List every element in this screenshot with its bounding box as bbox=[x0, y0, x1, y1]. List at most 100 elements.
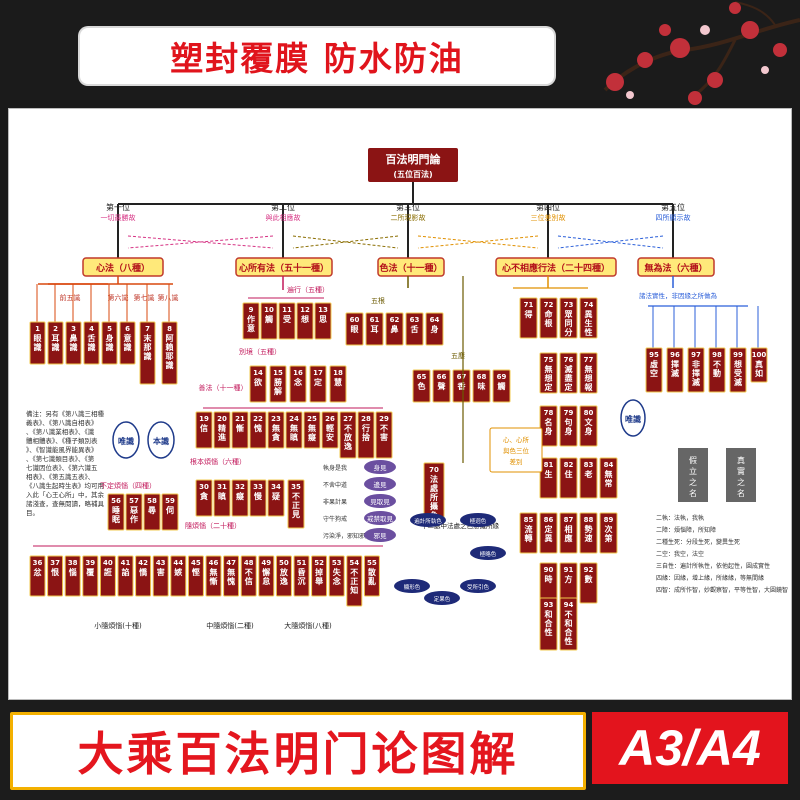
c2-good-8-number: 26 bbox=[325, 415, 335, 423]
c3-object-1-char: 色 bbox=[418, 381, 426, 391]
c2-indet-4-box bbox=[161, 493, 179, 531]
c5-name-b-box bbox=[726, 448, 756, 502]
root-title: 百法明門論 bbox=[386, 152, 442, 166]
c4-item-3-char: 分 bbox=[565, 327, 573, 337]
c2-universal-5-number: 13 bbox=[318, 306, 328, 314]
c4-item-7-box bbox=[579, 352, 598, 394]
c3-object-3-box bbox=[452, 369, 471, 403]
c1-item-8-char: 識 bbox=[166, 360, 174, 370]
c2-secondary-19-char: 知 bbox=[350, 585, 358, 595]
position-note-1: 一切最勝故 bbox=[101, 213, 136, 222]
notes-right-line: 四緣：因緣，增上緣，所緣緣，等無間緣 bbox=[656, 574, 764, 582]
c2-group-indet: 不定煩惱（四種） bbox=[100, 481, 156, 490]
c1-item-6-char: 意 bbox=[124, 333, 132, 343]
c2-root-6-number: 35 bbox=[291, 483, 301, 491]
board-frame bbox=[8, 108, 792, 700]
position-note-2: 與此相應故 bbox=[266, 213, 301, 222]
c2-secondary-18-box bbox=[328, 555, 345, 597]
c5-item-3-char: 滅 bbox=[692, 377, 700, 387]
c2-indet-1-box bbox=[107, 493, 125, 531]
c2-secondary-10-number: 45 bbox=[191, 559, 201, 567]
c2-good-5-char: 無 bbox=[272, 423, 280, 433]
c2-good-3-char: 慚 bbox=[235, 423, 244, 433]
c2-secondary-4-number: 39 bbox=[85, 559, 95, 567]
c2-secondary-14-char: 懈 bbox=[262, 567, 270, 577]
c4-item-9-number: 79 bbox=[564, 409, 574, 417]
c2-universal-1-char: 意 bbox=[247, 323, 255, 333]
c5-item-3-char: 擇 bbox=[692, 368, 700, 378]
c1-item-3-char: 識 bbox=[70, 342, 78, 352]
c3-root-4-char: 舌 bbox=[411, 324, 419, 334]
position-note-3: 二所現影故 bbox=[391, 213, 426, 222]
c3-object-4-box bbox=[472, 369, 491, 403]
c4-item-19-char: 次 bbox=[605, 524, 613, 534]
c2-secondary-12-char: 無 bbox=[227, 567, 235, 577]
notes-left-line: 備注：另有《第八識三相種 bbox=[26, 409, 105, 418]
c2-good-5-number: 23 bbox=[271, 415, 281, 423]
notes-left-line: 》、《智識能風界能異表》 bbox=[26, 445, 98, 454]
c4-item-10-box bbox=[579, 405, 598, 447]
c3-root-4-box bbox=[405, 312, 424, 346]
c2-specific-4-number: 17 bbox=[313, 369, 323, 377]
c3-root-5-box bbox=[425, 312, 444, 346]
position-note-4: 三位差別故 bbox=[531, 213, 566, 222]
c5-item-2-number: 96 bbox=[670, 351, 680, 359]
self-label: 本識 bbox=[152, 436, 169, 446]
view-oval-2 bbox=[364, 477, 396, 491]
c1-item-3-number: 3 bbox=[71, 325, 76, 333]
c5-item-4-number: 98 bbox=[712, 351, 722, 359]
general-color-label-3: 受所引色 bbox=[467, 583, 490, 591]
c2-root-6-char: 不 bbox=[292, 492, 300, 501]
view-label-5: 邪見 bbox=[374, 532, 388, 540]
c4-only-oval bbox=[620, 399, 646, 437]
c2-secondary-7-char: 憍 bbox=[138, 567, 148, 577]
c5-item-6-char: 如 bbox=[755, 368, 763, 378]
c3-root-3-box bbox=[385, 312, 404, 346]
c4-item-18-box bbox=[579, 512, 598, 554]
c2-good-8-char: 安 bbox=[326, 432, 334, 442]
c2-secondary-16-char: 沉 bbox=[298, 576, 306, 586]
c2-universal-5-char: 思 bbox=[319, 315, 327, 324]
c4-item-8-char: 名 bbox=[545, 417, 553, 427]
c1-item-2-box bbox=[47, 321, 64, 365]
c5-item-2-box bbox=[666, 347, 684, 393]
c2-secondary-1-char: 忿 bbox=[33, 567, 43, 577]
c2-good-7-char: 無 bbox=[308, 423, 316, 433]
c2-secondary-9-char: 嫉 bbox=[174, 567, 182, 577]
c2-good-7-box bbox=[303, 411, 321, 449]
position-label-2: 第二位 bbox=[271, 202, 295, 212]
c2-secondary-16-char: 昏 bbox=[298, 567, 306, 577]
category-2-box bbox=[235, 257, 333, 277]
notes-right-line: 二種生死：分段生死，變異生死 bbox=[656, 538, 740, 546]
c4-item-20-number: 90 bbox=[544, 566, 554, 574]
c2-good-1-char: 信 bbox=[200, 423, 208, 433]
c2-secondary-14-number: 49 bbox=[261, 559, 271, 567]
c5-item-5-char: 想 bbox=[733, 359, 742, 369]
c2-root-4-number: 33 bbox=[253, 483, 263, 491]
diagram-board: 百法明門論(五位百法)第一位一切最勝故第二位與此相應故第三位二所現影故第四位三位… bbox=[8, 108, 792, 700]
c5-item-1-char: 虛 bbox=[650, 359, 658, 369]
c2-secondary-8-number: 43 bbox=[156, 559, 166, 567]
c4-item-24-char: 合 bbox=[564, 627, 574, 637]
c5-item-1-number: 95 bbox=[649, 351, 659, 359]
c2-secondary-5-box bbox=[99, 555, 116, 597]
c2-secondary-14-box bbox=[258, 555, 275, 597]
c4-item-24-char: 性 bbox=[565, 636, 573, 646]
c5-item-1-char: 空 bbox=[650, 368, 658, 378]
c4-item-3-number: 73 bbox=[564, 301, 574, 309]
c5-item-5-char: 滅 bbox=[734, 377, 742, 387]
c4-item-23-char: 和 bbox=[545, 609, 553, 619]
c1-item-7-box bbox=[139, 321, 156, 385]
c1-item-1-char: 識 bbox=[34, 342, 42, 352]
c4-item-12-box bbox=[559, 457, 578, 499]
c4-item-7-number: 77 bbox=[584, 356, 594, 364]
category-3-label: 色法（十一種） bbox=[379, 262, 442, 274]
c2-good-7-number: 25 bbox=[307, 415, 317, 423]
c2-root-5-char: 疑 bbox=[272, 491, 280, 501]
c2-root-1-number: 30 bbox=[199, 483, 209, 491]
c2-secondary-3-char: 惱 bbox=[68, 567, 77, 577]
c4-item-6-char: 定 bbox=[564, 382, 573, 392]
c4-item-4-char: 生 bbox=[585, 318, 593, 328]
c1-item-7-char: 識 bbox=[144, 351, 152, 361]
c4-item-16-char: 異 bbox=[545, 533, 553, 543]
